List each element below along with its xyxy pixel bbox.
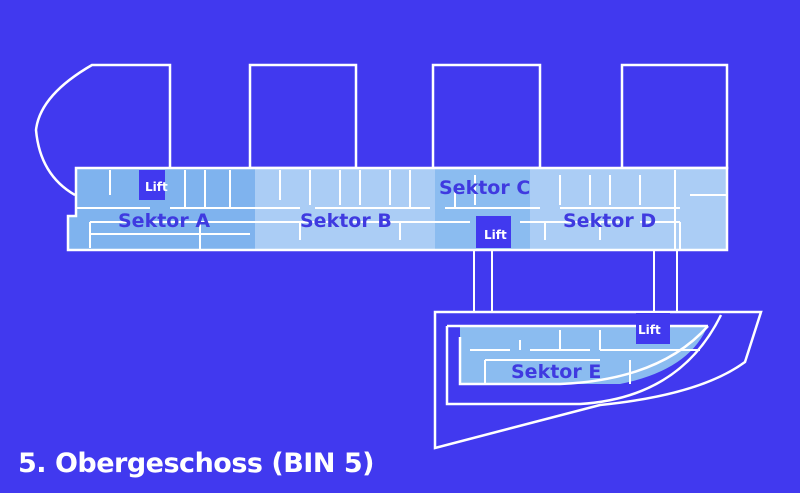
sector-c-label: Sektor C (439, 177, 530, 199)
sector-a-label: Sektor A (118, 210, 210, 232)
tower-round (34, 63, 172, 197)
tower-3 (431, 63, 542, 170)
sector-b-label: Sektor B (300, 210, 392, 232)
sector-d-label: Sektor D (563, 210, 656, 232)
tower-4 (620, 63, 729, 170)
svg-text:Lift: Lift (484, 228, 507, 242)
lift-c: Lift (476, 216, 511, 248)
sector-a-area (68, 169, 255, 250)
lift-a: Lift (139, 170, 168, 200)
lift-e: Lift (636, 313, 670, 344)
floor-title: 5. Obergeschoss (BIN 5) (18, 448, 374, 479)
sector-d-area (530, 169, 727, 250)
sector-b-area (255, 169, 435, 250)
svg-text:Lift: Lift (638, 323, 661, 337)
connector-lines (473, 250, 678, 312)
sector-e-label: Sektor E (511, 361, 601, 383)
main-wing (66, 166, 729, 252)
tower-2 (248, 63, 358, 170)
svg-text:Lift: Lift (145, 180, 168, 194)
